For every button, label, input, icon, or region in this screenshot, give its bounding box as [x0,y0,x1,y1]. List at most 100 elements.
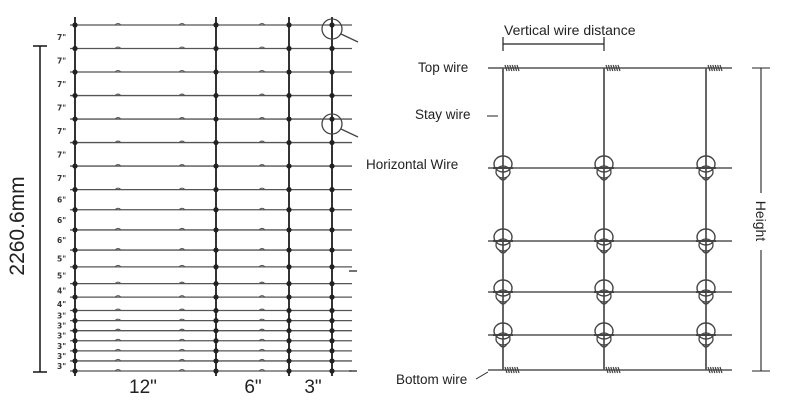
fixed-knot [72,264,78,270]
hinge-joint-knot [493,279,513,305]
wire-crimp [258,117,266,120]
fixed-knot [213,116,219,122]
fixed-knot [72,348,78,354]
fixed-knot [329,294,335,300]
fixed-knot [72,227,78,233]
row-spacing-label: 6" [57,216,66,225]
fixed-knot [329,227,335,233]
hinge-joint-knot [594,228,614,254]
wire-crimp [258,227,266,231]
wire-crimp [114,318,122,321]
fixed-knot [286,207,292,213]
wire-crimp [114,348,122,352]
fixed-knot [286,139,292,146]
wire-crimp [178,46,186,49]
hinge-joint-knot [594,155,614,181]
wire-crimp [114,281,122,285]
wire-crimp [258,164,266,167]
wire-crimp [114,187,122,190]
fixed-knot [286,227,292,233]
row-spacing-label: 6" [57,196,66,205]
fixed-knot [72,281,78,287]
wire-crimp [258,70,266,73]
fixed-knot [286,163,292,169]
fixed-knot [72,307,78,314]
detail-callout-middle [321,113,359,138]
fixed-knot [329,281,335,287]
wire-crimp [114,117,122,120]
knot-joints [72,22,335,374]
fixed-knot [329,69,335,75]
bottom-wire-leader [475,371,489,380]
wire-crimp [114,338,122,342]
row-spacing-label: 7" [57,33,66,42]
fixed-knot [213,22,219,28]
fixed-knot [213,227,219,233]
height-dimension-line [752,67,770,372]
wire-crimp [258,328,266,332]
fixed-knot [286,328,292,334]
fixed-knot [286,281,292,287]
wrap-coil [605,64,621,72]
wire-crimp [258,23,266,26]
bottom-wire-label: Bottom wire [396,372,467,387]
hinge-joint-knot [594,279,614,305]
fixed-knot [329,328,335,334]
wire-crimp [114,93,122,96]
fixed-knot [213,368,219,374]
wire-crimp [258,295,266,298]
fixed-knot [329,92,335,99]
wire-crimp [178,308,186,311]
fixed-knot [286,348,292,354]
fixed-knot [72,92,78,99]
fixed-knot [286,69,292,75]
row-spacing-label: 7" [57,80,66,89]
wire-crimp [178,358,186,362]
hinge-joint-knot [696,155,716,181]
wire-crimp [258,358,266,362]
wire-crimp [114,328,122,332]
fixed-knot [213,318,219,324]
fixed-knot [72,358,78,364]
fixed-knot [213,69,219,75]
wrap-coil [504,366,520,374]
fixed-knot [213,328,219,334]
fixed-knot [72,328,78,334]
wire-crimp [178,93,186,96]
wire-crimp [114,140,122,143]
fixed-knot [329,247,335,253]
fixed-knot [329,338,335,344]
wire-crimp [114,227,122,231]
wrap-coil [707,64,723,72]
wire-crimp [258,308,266,311]
fixed-knot [329,163,335,169]
wire-crimp [178,281,186,285]
stay-wire-label: Stay wire [415,107,471,122]
fixed-knot [286,318,292,324]
fixed-knot [329,22,335,28]
vertical-stay-wires [74,17,333,376]
fixed-knot [329,348,335,354]
fixed-knot [213,348,219,354]
fixed-knot [286,358,292,364]
fixed-knot [213,92,219,99]
wire-crimp [258,338,266,342]
row-spacing-label: 4" [57,300,66,309]
wire-crimp [178,117,186,120]
row-spacing-label: 5" [57,254,66,263]
hinge-joint-knot [696,279,716,305]
fixed-knot [286,116,292,122]
fixed-knot [213,139,219,146]
fixed-knot [72,163,78,169]
fixed-knot [213,45,219,52]
fixed-knot [72,247,78,253]
fixed-knot [286,264,292,270]
row-spacing-label: 3" [57,312,66,321]
wire-crimp [178,338,186,342]
wire-crimp [258,348,266,352]
wire-crimp [258,207,266,211]
row-spacing-label: 5" [57,271,66,280]
height-dimension [33,45,47,373]
fixed-knot [72,294,78,300]
